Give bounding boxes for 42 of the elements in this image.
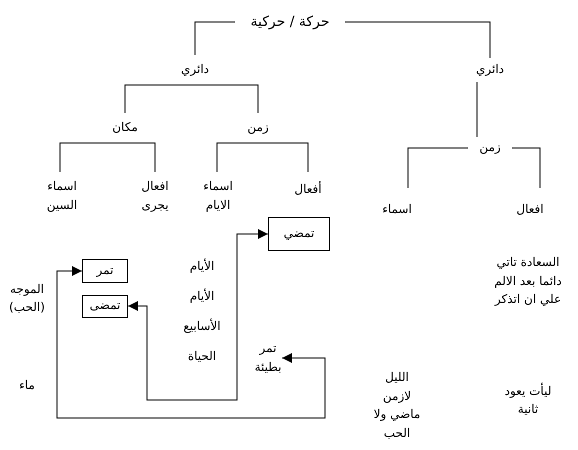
text-label: الأيام: [188, 288, 216, 305]
tree-label: يجرى: [141, 197, 169, 214]
connector-line: [124, 84, 196, 114]
tree-label: حركة / حركية: [250, 12, 330, 32]
tree-label: دائري: [476, 61, 504, 78]
connector-line: [476, 82, 478, 138]
tree-label: مكان: [112, 119, 138, 136]
text-label: الليل لازمن ماضي ولا الحب: [372, 369, 422, 442]
text-label: السعادة تاتي دائما بعد الالم علي ان اتذكر: [493, 254, 563, 308]
tree-label: الايام: [206, 197, 230, 214]
text-label: الحياة: [186, 348, 218, 364]
tree-label: افعال: [516, 201, 544, 218]
text-box: تمضي: [268, 217, 330, 251]
tree-label: أفعال: [294, 180, 322, 198]
connector-line: [194, 22, 236, 56]
tree-label: السين: [46, 197, 78, 214]
text-label: الأيام: [188, 258, 216, 275]
tree-label: اسماء: [382, 201, 412, 218]
tree-label: افعال: [141, 178, 169, 195]
text-box: تمر: [82, 259, 128, 283]
connector-line: [344, 22, 490, 58]
text-label: ليأت يعود ثانية: [504, 382, 552, 418]
text-label: ماء: [18, 376, 36, 394]
tree-label: بطيئة: [254, 359, 282, 376]
tree-label: زمن: [247, 119, 269, 136]
tree-label: اسماء: [47, 178, 77, 195]
text-label: الأسابيع: [182, 318, 222, 335]
connector-line: [408, 148, 468, 188]
connector-line: [194, 84, 258, 114]
connector-line: [60, 142, 126, 172]
connector-line: [124, 142, 156, 172]
tree-label: تمر: [260, 340, 276, 357]
tree-label: دائري: [180, 61, 210, 78]
connector-line: [258, 142, 308, 172]
text-label: الموجه (الحب): [8, 280, 46, 316]
double-arrow: [56, 266, 326, 418]
connector-line: [216, 142, 258, 172]
connector-line: [512, 148, 540, 188]
tree-label: زمن: [479, 139, 501, 156]
double-arrow: [128, 229, 268, 400]
tree-label: اسماء: [203, 178, 233, 195]
text-box: تمضى: [82, 294, 128, 318]
